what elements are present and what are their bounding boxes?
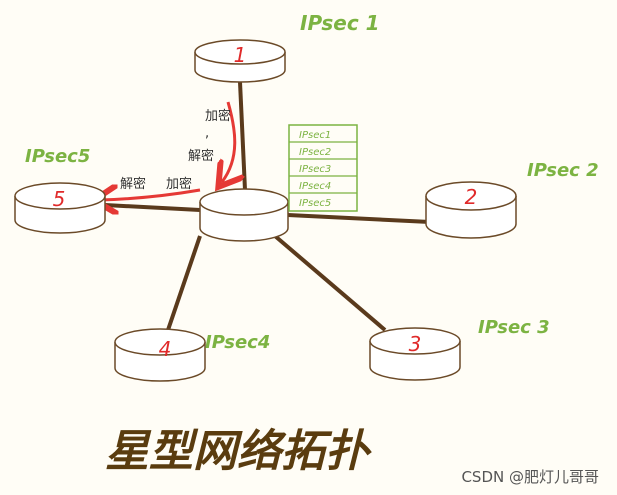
link-hub-4: [166, 235, 202, 331]
ipsec-label-3: IPsec 3: [478, 317, 550, 338]
node-2: 2: [425, 181, 517, 239]
encrypt-arrow-1-to-hub: [222, 101, 235, 182]
node-hub: [199, 188, 289, 242]
node-4-label: 4: [159, 337, 172, 361]
annotation-decrypt: 解密: [120, 176, 146, 192]
hub-table-row-5: IPsec5: [299, 198, 331, 209]
node-5-label: 5: [53, 187, 66, 211]
node-4: 4: [114, 328, 206, 382]
node-1: 1: [194, 39, 286, 83]
node-1-label: 1: [234, 43, 247, 67]
annotation-encrypt: 加密: [166, 176, 192, 192]
hub-table-row-3: IPsec3: [299, 164, 331, 175]
link-hub-2: [287, 213, 431, 224]
node-3: 3: [369, 327, 461, 381]
annotation-comma: ,: [205, 126, 209, 141]
diagram-title: 星型网络拓扑: [105, 426, 372, 477]
annotation-encrypt-vertical: 加密: [205, 108, 231, 124]
node-5: 5: [14, 182, 106, 234]
ipsec-label-4: IPsec4: [205, 332, 270, 353]
link-hub-5: [104, 203, 201, 212]
node-2-label: 2: [465, 185, 478, 209]
node-3-label: 3: [409, 332, 422, 356]
hub-ipsec-table: IPsec1 IPsec2 IPsec3 IPsec4 IPsec5: [288, 124, 358, 212]
ipsec-label-1: IPsec 1: [300, 11, 380, 35]
ipsec-label-2: IPsec 2: [527, 160, 599, 181]
hub-table-row-4: IPsec4: [299, 181, 331, 192]
hub-table-row-2: IPsec2: [299, 147, 331, 158]
link-hub-3: [273, 234, 387, 332]
link-1-hub: [238, 81, 247, 191]
annotation-decrypt-vertical: 解密: [188, 148, 214, 164]
ipsec-label-5: IPsec5: [25, 146, 90, 167]
hub-table-row-1: IPsec1: [299, 130, 331, 141]
watermark: CSDN @肥灯儿哥哥: [461, 468, 599, 486]
decrypt-arrow-hub-to-5: [100, 190, 201, 200]
